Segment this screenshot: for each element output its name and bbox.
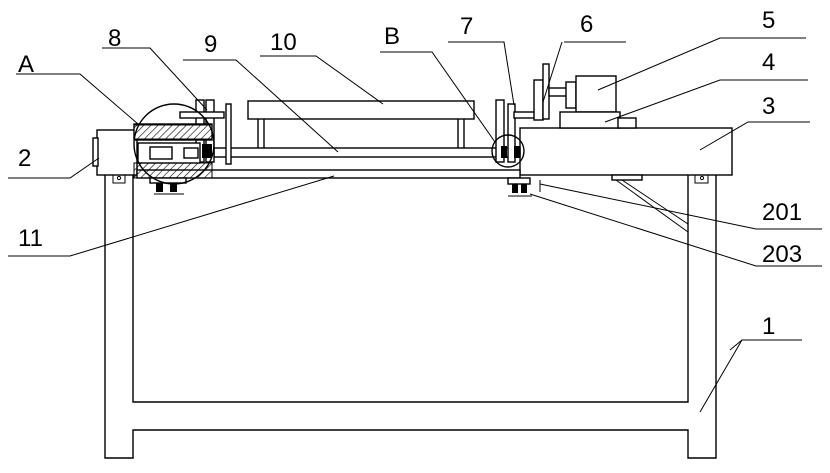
label-9: 9	[204, 31, 217, 58]
linkage-rods	[540, 180, 688, 232]
label-11: 11	[18, 225, 43, 252]
label-4: 4	[762, 49, 775, 76]
leader-lines	[8, 38, 822, 412]
screw-shaft	[214, 148, 520, 157]
label-7: 7	[460, 13, 473, 40]
right-housing	[520, 128, 732, 183]
label-3: 3	[762, 93, 775, 120]
label-1: 1	[762, 313, 775, 340]
label-201: 201	[762, 199, 802, 226]
left-end-box	[93, 130, 137, 183]
label-203: 203	[762, 241, 802, 268]
label-10: 10	[270, 29, 297, 56]
label-a: A	[18, 51, 34, 78]
label-6: 6	[580, 11, 593, 38]
label-5: 5	[762, 7, 775, 34]
motor	[566, 76, 616, 112]
left-bearing-assembly	[134, 100, 231, 194]
label-b: B	[384, 23, 400, 50]
label-2: 2	[18, 145, 31, 172]
label-8: 8	[108, 25, 121, 52]
